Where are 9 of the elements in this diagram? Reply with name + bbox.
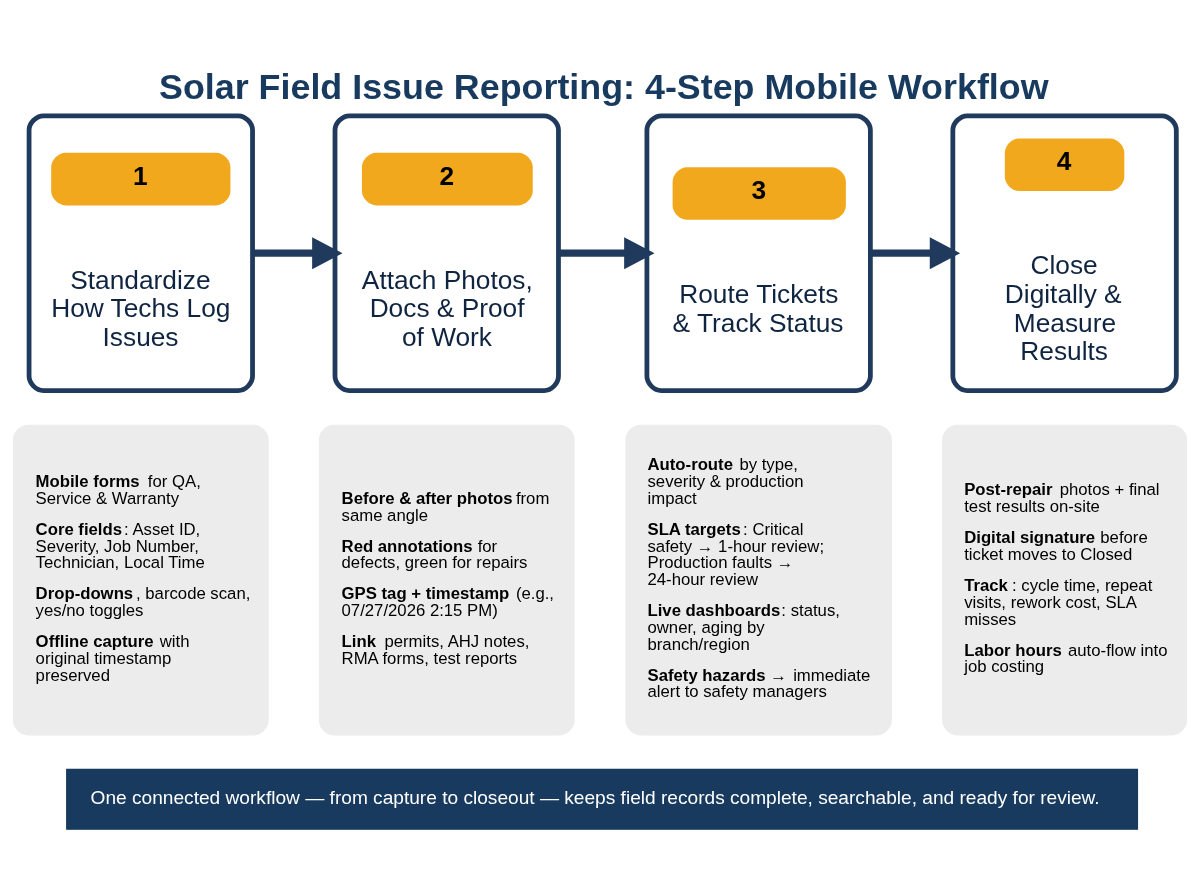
node-box: 1 Standardize How Techs Log Issues <box>26 113 255 394</box>
node-box: One connected workflow — from capture to closeout — keeps field records complete, searchable, and ready for review. <box>66 768 1139 830</box>
arrow <box>252 237 343 270</box>
node-box: 2 Attach Photos, Docs & Proof of Work <box>332 113 561 394</box>
node-box: 4 Close Digitally & Measure Results <box>950 113 1179 394</box>
arrow <box>870 237 961 270</box>
diagram-title: Solar Field Issue Reporting: 4-Step Mobile Workflow <box>159 67 1049 108</box>
arrow <box>558 237 655 270</box>
node-box: 3 Route Tickets & Track Status <box>644 113 873 394</box>
